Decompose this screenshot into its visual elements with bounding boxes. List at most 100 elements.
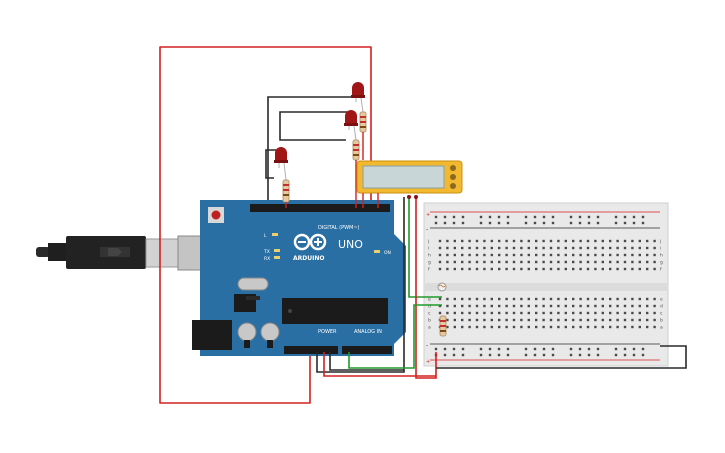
breadboard-hole[interactable] bbox=[512, 304, 516, 308]
breadboard-hole[interactable] bbox=[623, 253, 627, 257]
red-wire-lcd[interactable] bbox=[415, 197, 437, 379]
breadboard-hole[interactable] bbox=[475, 297, 479, 301]
breadboard-hole[interactable] bbox=[535, 318, 538, 322]
breadboard-hole[interactable] bbox=[505, 239, 508, 243]
breadboard-hole[interactable] bbox=[601, 267, 604, 271]
breadboard-hole[interactable] bbox=[549, 304, 553, 308]
breadboard-hole[interactable] bbox=[653, 297, 656, 301]
breadboard-hole[interactable] bbox=[623, 260, 627, 264]
breadboard-hole[interactable] bbox=[505, 325, 508, 329]
breadboard-hole[interactable] bbox=[614, 215, 618, 219]
breadboard-hole[interactable] bbox=[572, 267, 575, 271]
breadboard-hole[interactable] bbox=[609, 311, 612, 315]
breadboard-hole[interactable] bbox=[549, 311, 553, 315]
breadboard-hole[interactable] bbox=[498, 246, 501, 250]
breadboard-hole[interactable] bbox=[520, 318, 523, 322]
breadboard-hole[interactable] bbox=[483, 325, 486, 329]
breadboard-hole[interactable] bbox=[443, 221, 447, 225]
breadboard-hole[interactable] bbox=[438, 267, 442, 271]
breadboard-hole[interactable] bbox=[527, 325, 530, 329]
breadboard-hole[interactable] bbox=[520, 239, 523, 243]
breadboard-hole[interactable] bbox=[641, 347, 645, 351]
breadboard-hole[interactable] bbox=[557, 246, 560, 250]
breadboard-hole[interactable] bbox=[461, 318, 464, 322]
breadboard-hole[interactable] bbox=[488, 353, 492, 357]
breadboard-hole[interactable] bbox=[446, 260, 449, 264]
breadboard-hole[interactable] bbox=[512, 260, 516, 264]
breadboard-hole[interactable] bbox=[557, 239, 560, 243]
breadboard-hole[interactable] bbox=[446, 304, 449, 308]
breadboard-hole[interactable] bbox=[572, 318, 575, 322]
breadboard-hole[interactable] bbox=[446, 325, 449, 329]
breadboard-hole[interactable] bbox=[479, 353, 483, 357]
breadboard-hole[interactable] bbox=[609, 325, 612, 329]
breadboard-hole[interactable] bbox=[623, 221, 627, 225]
breadboard-hole[interactable] bbox=[438, 297, 442, 301]
breadboard-hole[interactable] bbox=[653, 246, 656, 250]
breadboard-hole[interactable] bbox=[461, 353, 465, 357]
breadboard-hole[interactable] bbox=[520, 253, 523, 257]
arduino-uno-board[interactable]: UNO ARDUINO DIGITAL (PWM~) ON L TX RX PO… bbox=[192, 200, 406, 356]
breadboard-hole[interactable] bbox=[498, 239, 501, 243]
breadboard-hole[interactable] bbox=[438, 253, 442, 257]
breadboard-hole[interactable] bbox=[527, 260, 530, 264]
breadboard-hole[interactable] bbox=[524, 221, 528, 225]
breadboard-hole[interactable] bbox=[512, 246, 516, 250]
breadboard-hole[interactable] bbox=[638, 304, 641, 308]
breadboard-hole[interactable] bbox=[551, 221, 555, 225]
breadboard-hole[interactable] bbox=[542, 297, 545, 301]
breadboard-hole[interactable] bbox=[572, 297, 575, 301]
breadboard-hole[interactable] bbox=[475, 260, 479, 264]
breadboard-hole[interactable] bbox=[542, 311, 545, 315]
breadboard-hole[interactable] bbox=[609, 253, 612, 257]
breadboard-hole[interactable] bbox=[505, 311, 508, 315]
breadboard-hole[interactable] bbox=[596, 347, 600, 351]
breadboard-hole[interactable] bbox=[475, 325, 479, 329]
breadboard-hole[interactable] bbox=[475, 311, 479, 315]
breadboard-hole[interactable] bbox=[535, 297, 538, 301]
breadboard-hole[interactable] bbox=[549, 260, 553, 264]
breadboard-hole[interactable] bbox=[614, 353, 618, 357]
breadboard-hole[interactable] bbox=[564, 318, 567, 322]
breadboard-hole[interactable] bbox=[479, 215, 483, 219]
breadboard-hole[interactable] bbox=[488, 221, 492, 225]
breadboard-hole[interactable] bbox=[596, 221, 600, 225]
breadboard-hole[interactable] bbox=[443, 347, 447, 351]
breadboard-hole[interactable] bbox=[638, 260, 641, 264]
breadboard-hole[interactable] bbox=[535, 304, 538, 308]
breadboard-hole[interactable] bbox=[609, 260, 612, 264]
breadboard-hole[interactable] bbox=[632, 353, 636, 357]
breadboard-hole[interactable] bbox=[475, 267, 479, 271]
breadboard-hole[interactable] bbox=[490, 297, 493, 301]
black-wire-led3[interactable] bbox=[265, 149, 278, 179]
breadboard-hole[interactable] bbox=[475, 318, 479, 322]
breadboard-hole[interactable] bbox=[578, 215, 582, 219]
breadboard-hole[interactable] bbox=[631, 253, 634, 257]
breadboard-hole[interactable] bbox=[564, 297, 567, 301]
breadboard-hole[interactable] bbox=[646, 253, 649, 257]
breadboard-hole[interactable] bbox=[594, 318, 597, 322]
breadboard-hole[interactable] bbox=[609, 267, 612, 271]
breadboard-hole[interactable] bbox=[549, 253, 553, 257]
breadboard-hole[interactable] bbox=[512, 311, 516, 315]
breadboard-hole[interactable] bbox=[549, 318, 553, 322]
breadboard-hole[interactable] bbox=[646, 260, 649, 264]
breadboard-hole[interactable] bbox=[483, 246, 486, 250]
breadboard-hole[interactable] bbox=[631, 318, 634, 322]
breadboard-hole[interactable] bbox=[506, 221, 510, 225]
breadboard-hole[interactable] bbox=[632, 221, 636, 225]
breadboard-hole[interactable] bbox=[498, 325, 501, 329]
breadboard-hole[interactable] bbox=[557, 318, 560, 322]
breadboard-hole[interactable] bbox=[596, 215, 600, 219]
breadboard-hole[interactable] bbox=[542, 215, 546, 219]
breadboard-hole[interactable] bbox=[609, 297, 612, 301]
breadboard-hole[interactable] bbox=[461, 297, 464, 301]
breadboard-hole[interactable] bbox=[535, 239, 538, 243]
breadboard-hole[interactable] bbox=[483, 311, 486, 315]
breadboard-hole[interactable] bbox=[498, 318, 501, 322]
breadboard-hole[interactable] bbox=[533, 221, 537, 225]
breadboard-hole[interactable] bbox=[446, 253, 449, 257]
breadboard-hole[interactable] bbox=[614, 221, 618, 225]
breadboard-hole[interactable] bbox=[579, 253, 582, 257]
